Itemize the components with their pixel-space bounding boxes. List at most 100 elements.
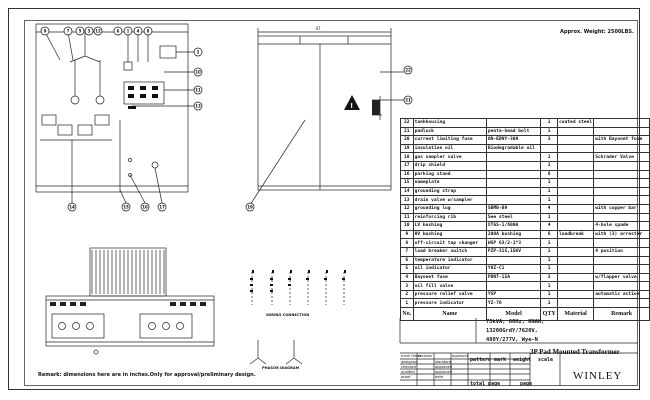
balloon-label: 7 bbox=[67, 29, 70, 34]
parts-cell-model bbox=[485, 169, 542, 180]
parts-cell-name: HV bushing bbox=[412, 229, 487, 240]
balloon-label: 16 bbox=[142, 205, 148, 210]
role2-approved-1: approved bbox=[435, 365, 452, 369]
parts-cell-remark bbox=[593, 298, 650, 309]
parts-cell-qty: 4 bbox=[540, 203, 558, 214]
parts-header-mat: Material bbox=[556, 307, 595, 322]
role2-approved-2: approved bbox=[435, 370, 452, 374]
front-view-outline bbox=[35, 23, 189, 193]
rating-spec: 75kVA, 60Hz, KNAN, 13200GrdY/7620V, 480Y… bbox=[486, 318, 544, 345]
parts-cell-material bbox=[556, 238, 595, 248]
parts-cell-material bbox=[556, 152, 595, 162]
parts-cell-no: 22 bbox=[400, 118, 414, 128]
parts-cell-name: grounding lug bbox=[412, 203, 487, 214]
parts-cell-model: PZP-315,15KV bbox=[485, 246, 542, 257]
parts-cell-material bbox=[556, 169, 595, 180]
balloon-label: 17 bbox=[159, 205, 165, 210]
parts-cell-model bbox=[485, 281, 542, 291]
balloon-label: 2 bbox=[197, 50, 200, 55]
parts-cell-no: 5 bbox=[400, 264, 414, 274]
balloon-label: 4 bbox=[137, 29, 140, 34]
parts-cell-no: 9 bbox=[400, 229, 414, 240]
parts-cell-model bbox=[485, 195, 542, 205]
parts-cell-material bbox=[556, 221, 595, 231]
drawing-title: 3P Pad Mounted Transformer bbox=[530, 348, 620, 356]
parts-cell-remark bbox=[593, 143, 650, 154]
parts-cell-material bbox=[556, 272, 595, 283]
parts-cell-qty: 1 bbox=[540, 264, 558, 274]
parts-cell-model: XTGS-1/600A bbox=[485, 221, 542, 231]
parts-cell-model: See steel bbox=[485, 212, 542, 223]
parts-cell-name: nameplate bbox=[412, 178, 487, 188]
role-checked: checked bbox=[401, 365, 416, 369]
svg-text:!: ! bbox=[350, 102, 353, 110]
parts-cell-qty: 1 bbox=[540, 195, 558, 205]
parts-cell-qty: 3 bbox=[540, 272, 558, 283]
role2-revision: revision bbox=[418, 354, 433, 358]
parts-cell-remark: with Bayonet fuse bbox=[593, 135, 650, 145]
parts-cell-material bbox=[556, 143, 595, 154]
parts-cell-remark: Schrader Valve bbox=[593, 152, 650, 162]
parts-cell-material bbox=[556, 203, 595, 214]
parts-cell-no: 10 bbox=[400, 221, 414, 231]
remark-note: Remark: dimensions here are in inches.On… bbox=[38, 372, 256, 378]
parts-cell-material bbox=[556, 298, 595, 309]
parts-cell-remark bbox=[593, 255, 650, 266]
parts-cell-qty bbox=[540, 143, 558, 154]
parts-cell-qty: 1 bbox=[540, 238, 558, 248]
balloon-label: 21 bbox=[405, 98, 411, 103]
parts-cell-name: insulation oil bbox=[412, 143, 487, 154]
balloon-label: 6 bbox=[117, 29, 120, 34]
phasor-diagram-label: PHASOR DIAGRAM bbox=[262, 366, 300, 370]
parts-cell-qty: 1 bbox=[540, 152, 558, 162]
parts-cell-material bbox=[556, 289, 595, 300]
parts-cell-remark bbox=[593, 118, 650, 128]
role-proof: proof bbox=[401, 375, 411, 379]
parts-cell-remark bbox=[593, 238, 650, 248]
parts-cell-name: padlock bbox=[412, 126, 487, 137]
role3-approval: approval bbox=[452, 354, 468, 358]
parts-cell-no: 4 bbox=[400, 272, 414, 283]
parts-header-model: Model bbox=[485, 307, 542, 322]
total-page-label: total page bbox=[470, 381, 501, 387]
balloon-label: 12 bbox=[95, 29, 101, 34]
parts-cell-no: 2 bbox=[400, 289, 414, 300]
scale-label: scale bbox=[538, 357, 554, 363]
parts-cell-remark: 4 position bbox=[593, 246, 650, 257]
parts-cell-no: 16 bbox=[400, 169, 414, 180]
parts-cell-model: SBMB-B9 bbox=[485, 203, 542, 214]
parts-cell-no: 20 bbox=[400, 135, 414, 145]
parts-cell-no: 8 bbox=[400, 238, 414, 248]
parts-cell-name: temperature indicator bbox=[412, 255, 487, 266]
parts-cell-qty: 1 bbox=[540, 289, 558, 300]
parts-cell-qty: 1 bbox=[540, 255, 558, 266]
spec-line-1: 75kVA, 60Hz, KNAN, bbox=[486, 319, 545, 325]
parts-cell-model: 200A bushing bbox=[485, 229, 542, 240]
parts-header-rem: Remark bbox=[593, 307, 650, 322]
balloon-label: 11 bbox=[195, 88, 201, 93]
parts-cell-name: drain valve w/sampler bbox=[412, 195, 487, 205]
parts-cell-name: load breaker switch bbox=[412, 246, 487, 257]
balloon-label: 1 bbox=[127, 29, 130, 34]
parts-cell-qty: 4 bbox=[540, 221, 558, 231]
parts-cell-model: WSP 63/2-1*3 bbox=[485, 238, 542, 248]
parts-cell-name: current limiting fuse bbox=[412, 135, 487, 145]
parts-cell-model: penta-head bolt bbox=[485, 126, 542, 137]
parts-cell-no: 1 bbox=[400, 298, 414, 309]
parts-cell-material bbox=[556, 126, 595, 137]
company-name: WINLEY bbox=[573, 370, 623, 382]
parts-cell-name: reinforcing rib bbox=[412, 212, 487, 223]
weight-label: weight bbox=[513, 357, 532, 363]
